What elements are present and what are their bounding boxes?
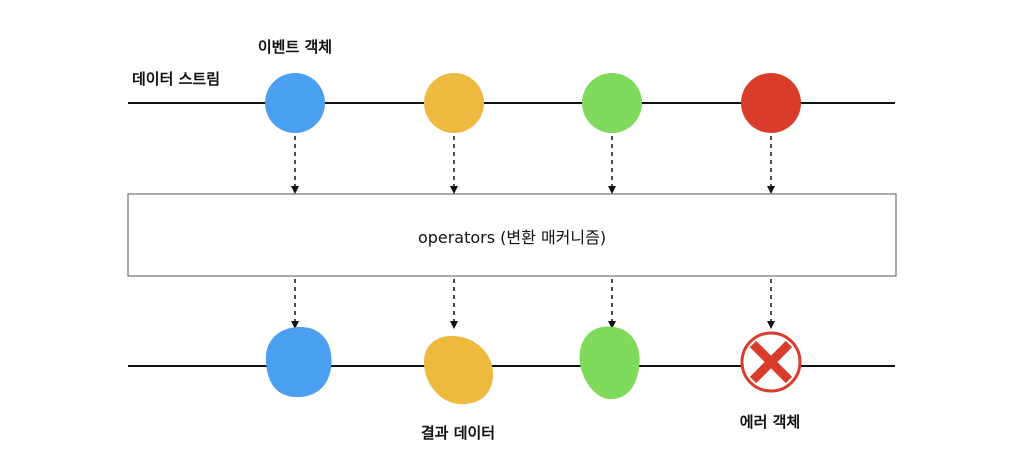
event-object-label: 이벤트 객체: [258, 38, 332, 56]
data-stream-label: 데이터 스트림: [132, 70, 220, 88]
result-data-marble: [423, 335, 494, 405]
error-object-label: 에러 객체: [740, 413, 800, 431]
arrows-out-of-operators: [291, 279, 775, 329]
operators-box: [127, 193, 897, 277]
input-event-marble: [582, 73, 642, 133]
error-x-icon: [740, 331, 802, 393]
operators-label: operators (변환 매커니즘): [418, 228, 606, 247]
input-event-marble: [424, 73, 484, 133]
input-marbles: [265, 73, 801, 133]
result-data-marble: [579, 326, 640, 400]
error-x-stroke: [749, 340, 793, 384]
output-marbles: [265, 326, 802, 405]
result-data-label: 결과 데이터: [421, 424, 495, 442]
arrows-into-operators: [291, 136, 775, 194]
result-data-marble: [265, 326, 332, 398]
input-event-marble: [741, 73, 801, 133]
input-event-marble: [265, 73, 325, 133]
